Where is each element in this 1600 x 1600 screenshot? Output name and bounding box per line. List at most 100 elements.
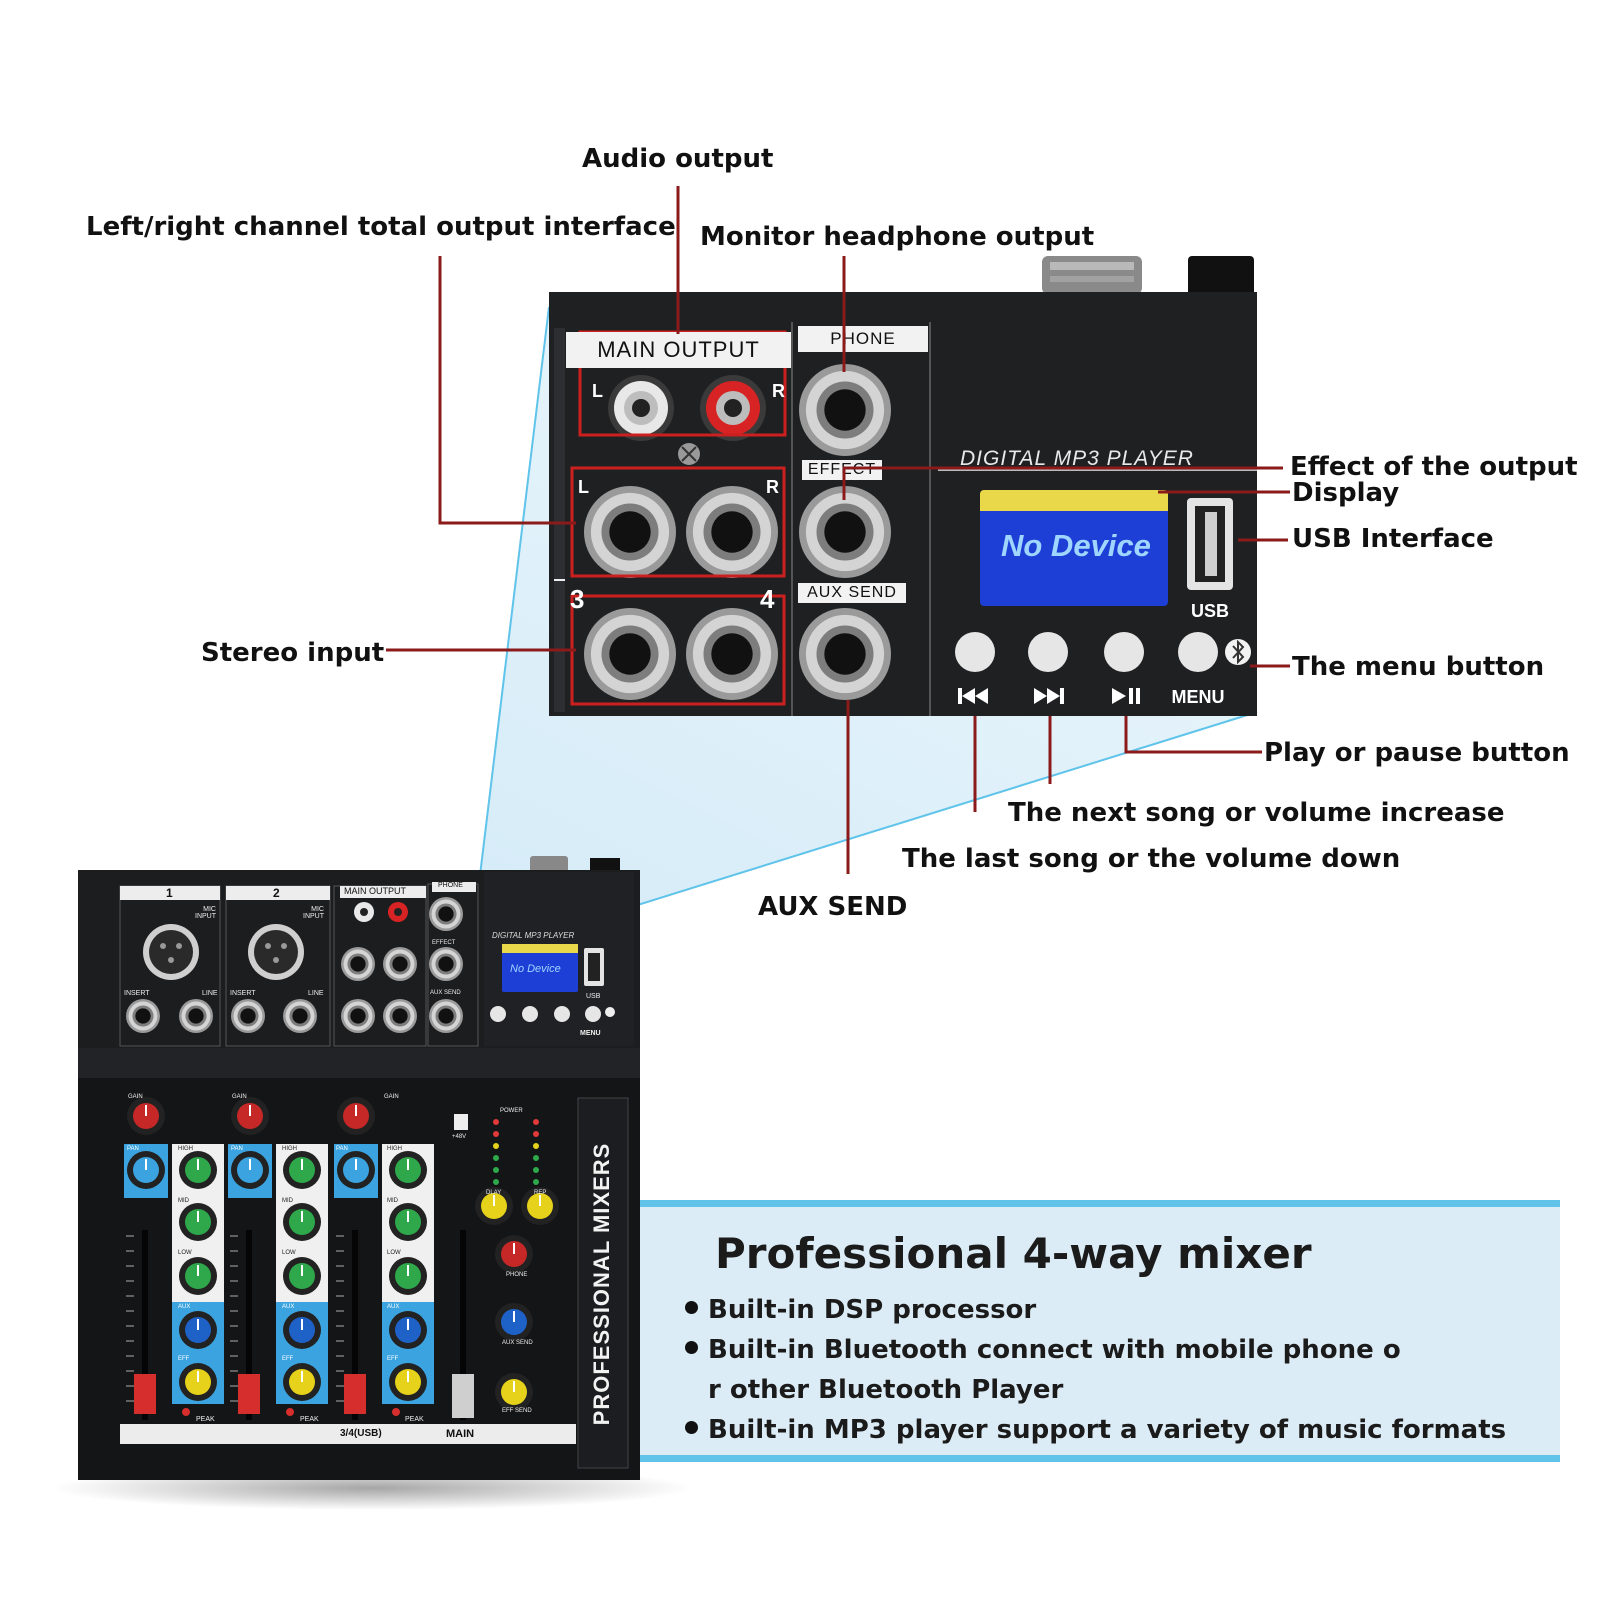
mixer-lcd-text: No Device (510, 963, 561, 975)
strip1-high: HIGH (178, 1146, 193, 1152)
rca-right-label: R (772, 381, 785, 401)
jack-stereo-in-3 (584, 608, 676, 700)
bullet-dot-icon (685, 1341, 698, 1354)
strip2-pan: PAN (231, 1146, 243, 1152)
callout-menu-button: The menu button (1292, 652, 1545, 682)
mixer-jack-5 (341, 999, 375, 1033)
strip1-aux: AUX (178, 1304, 191, 1310)
strip1-aux-knob[interactable] (179, 1311, 217, 1349)
line-play-pause (1124, 716, 1262, 754)
main-output-label: MAIN OUTPUT (566, 332, 791, 368)
mixer-line-2: LINE (308, 990, 324, 997)
strip1-high-knob[interactable] (179, 1151, 217, 1189)
strip2-gain-knob[interactable] (231, 1097, 269, 1135)
strip3-high-knob[interactable] (389, 1151, 427, 1189)
strip2-high: HIGH (282, 1146, 297, 1152)
strip2-mid-knob[interactable] (283, 1203, 321, 1241)
eff-send-knob[interactable] (495, 1373, 533, 1411)
mixer-mp3-label: DIGITAL MP3 PLAYER (492, 931, 575, 940)
mixer-ch1-label: 1 (166, 886, 173, 900)
mixer-insert-1: INSERT (124, 990, 150, 997)
strip2-fader[interactable] (238, 1374, 260, 1414)
mixer-phone-label: PHONE (438, 882, 463, 889)
mixer-phone-knob-label: PHONE (506, 1272, 528, 1278)
mixer-main-label: MAIN (446, 1428, 475, 1440)
info-bullet-2: Built-in Bluetooth connect with mobile p… (685, 1335, 1401, 1365)
mixer-jack-11 (429, 897, 463, 931)
strip1-gain-knob[interactable] (127, 1097, 165, 1135)
rep-knob[interactable] (521, 1187, 559, 1225)
callout-last-song: The last song or the volume down (902, 844, 1401, 874)
bullet-dot-icon (685, 1421, 698, 1434)
strip2-low-knob[interactable] (283, 1257, 321, 1295)
info-bullet-3: Built-in MP3 player support a variety of… (685, 1415, 1506, 1445)
play-pause-button[interactable] (1104, 632, 1144, 672)
mixer-jack-1 (126, 999, 160, 1033)
strip1-eff-knob[interactable] (179, 1363, 217, 1401)
strip2-high-knob[interactable] (283, 1151, 321, 1189)
mixer-mic-input-1: MIC INPUT (195, 906, 216, 920)
callout-left-right-output: Left/right channel total output interfac… (86, 212, 676, 242)
mixer-jack-3 (231, 999, 265, 1033)
strip1-pan: PAN (127, 1146, 139, 1152)
strip1-fader[interactable] (134, 1374, 156, 1414)
strip1-pan-knob[interactable] (127, 1151, 165, 1189)
mixer-jack-9 (429, 999, 463, 1033)
next-button[interactable] (1028, 632, 1068, 672)
mixer-48v-label: +48V (452, 1134, 467, 1140)
strip3-mid: MID (387, 1198, 398, 1204)
strip2-pan-knob[interactable] (231, 1151, 269, 1189)
strip3-eff: EFF (387, 1356, 399, 1362)
info-bullet-2-cont: r other Bluetooth Player (708, 1375, 1064, 1405)
bullet-3-text: Built-in MP3 player support a variety of… (708, 1415, 1507, 1445)
strip1-peak: PEAK (196, 1416, 215, 1423)
aux-send-knob[interactable] (495, 1303, 533, 1341)
strip1-low-knob[interactable] (179, 1257, 217, 1295)
strip3-eff-knob[interactable] (389, 1363, 427, 1401)
main-fader[interactable] (452, 1374, 474, 1418)
bluetooth-icon (1225, 639, 1251, 665)
prev-button[interactable] (955, 632, 995, 672)
strip1-mid: MID (178, 1198, 189, 1204)
jack-left-label: L (578, 477, 589, 497)
mixer-power-label: POWER (500, 1108, 523, 1114)
callout-aux-send: AUX SEND (758, 892, 908, 922)
power-48v-switch[interactable] (454, 1114, 468, 1130)
mixer-strip-34-label: 3/4(USB) (340, 1428, 382, 1439)
menu-button[interactable] (1178, 632, 1218, 672)
info-title: Professional 4-way mixer (715, 1229, 1312, 1278)
strip3-gain-knob[interactable] (337, 1097, 375, 1135)
callout-effect-output: Effect of the output (1290, 452, 1578, 482)
lcd-text: No Device (1001, 528, 1151, 563)
strip2-eff-knob[interactable] (283, 1363, 321, 1401)
strip3-fader[interactable] (344, 1374, 366, 1414)
jack-effect (799, 486, 891, 578)
mixer-aux-send-label: AUX SEND (430, 990, 461, 996)
next-track-icon (1034, 688, 1064, 704)
dlay-knob[interactable] (475, 1187, 513, 1225)
mixer-insert-2: INSERT (230, 990, 256, 997)
info-bullet-1: Built-in DSP processor (685, 1295, 1036, 1325)
mixer-menu-label: MENU (580, 1030, 601, 1037)
mixer-jack-7 (341, 947, 375, 981)
rca-jack-left (608, 375, 674, 441)
digital-mp3-player-label: DIGITAL MP3 PLAYER (960, 447, 1194, 470)
strip1-mid-knob[interactable] (179, 1203, 217, 1241)
strip3-low-knob[interactable] (389, 1257, 427, 1295)
phone-knob[interactable] (495, 1235, 533, 1273)
usb-port (1187, 498, 1233, 590)
mixer-line-1: LINE (202, 990, 218, 997)
mixer-side-text: PROFESSIONAL MIXERS (589, 1142, 614, 1426)
strip3-mid-knob[interactable] (389, 1203, 427, 1241)
side-plate (577, 1097, 629, 1469)
callout-audio-output: Audio output (582, 144, 774, 174)
jack-stereo-out-right (686, 486, 778, 578)
callout-monitor-headphone: Monitor headphone output (700, 222, 1095, 252)
strip3-peak: PEAK (405, 1416, 424, 1423)
strip2-aux-knob[interactable] (283, 1311, 321, 1349)
xlr-input-1 (143, 924, 199, 980)
strip3-aux-knob[interactable] (389, 1311, 427, 1349)
strip3-pan-knob[interactable] (337, 1151, 375, 1189)
input-3-label: 3 (570, 584, 585, 614)
